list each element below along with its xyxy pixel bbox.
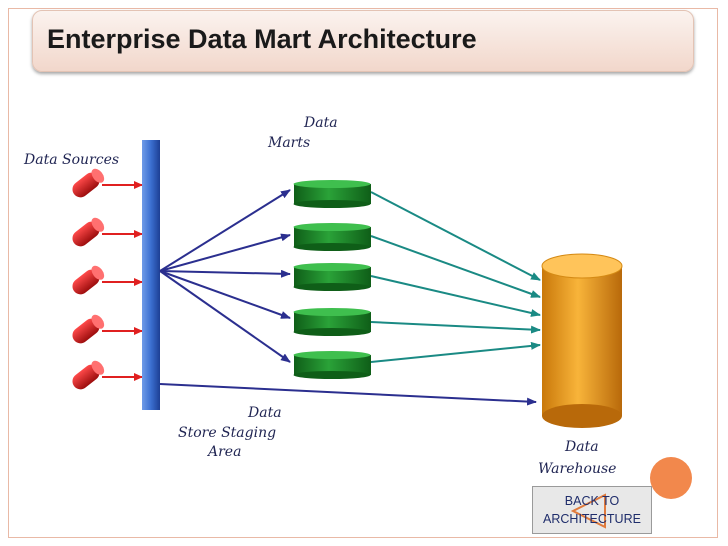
warehouse-label-line2: Warehouse xyxy=(538,461,616,477)
mart-arrows xyxy=(370,191,541,363)
title-bar: Enterprise Data Mart Architecture xyxy=(32,10,694,72)
warehouse-label-line1: Data xyxy=(564,439,599,455)
data-marts xyxy=(293,180,371,379)
staging-arrows xyxy=(159,189,537,406)
staging-label-line1: Data xyxy=(247,405,282,421)
data-source-5 xyxy=(72,360,105,390)
back-to-architecture-button[interactable]: BACK TO ARCHITECTURE xyxy=(532,486,652,534)
data-mart-1 xyxy=(293,180,371,208)
data-source-1 xyxy=(72,168,105,198)
slide-frame xyxy=(8,8,718,538)
data-marts-label-line2: Marts xyxy=(267,135,310,151)
decorative-circle xyxy=(650,457,692,499)
slide-title: Enterprise Data Mart Architecture xyxy=(47,24,477,54)
staging-area-bar xyxy=(142,140,160,410)
data-source-3 xyxy=(72,265,105,295)
data-source-4 xyxy=(72,314,105,344)
data-sources-label: Data Sources xyxy=(23,152,119,168)
back-button-label-line1: BACK TO xyxy=(564,494,620,508)
data-source-2 xyxy=(72,217,105,247)
back-arrow-icon xyxy=(570,493,606,529)
back-button-label-line2: ARCHITECTURE xyxy=(543,512,641,526)
data-mart-5 xyxy=(293,351,371,379)
source-arrows xyxy=(102,181,143,381)
data-warehouse xyxy=(541,253,623,428)
data-marts-label-line1: Data xyxy=(303,115,338,131)
staging-label-line2: Store Staging xyxy=(178,425,276,441)
data-sources xyxy=(72,168,105,390)
staging-label-line3: Area xyxy=(206,444,241,460)
data-mart-2 xyxy=(293,223,371,251)
data-mart-3 xyxy=(293,263,371,291)
data-mart-4 xyxy=(293,308,371,336)
